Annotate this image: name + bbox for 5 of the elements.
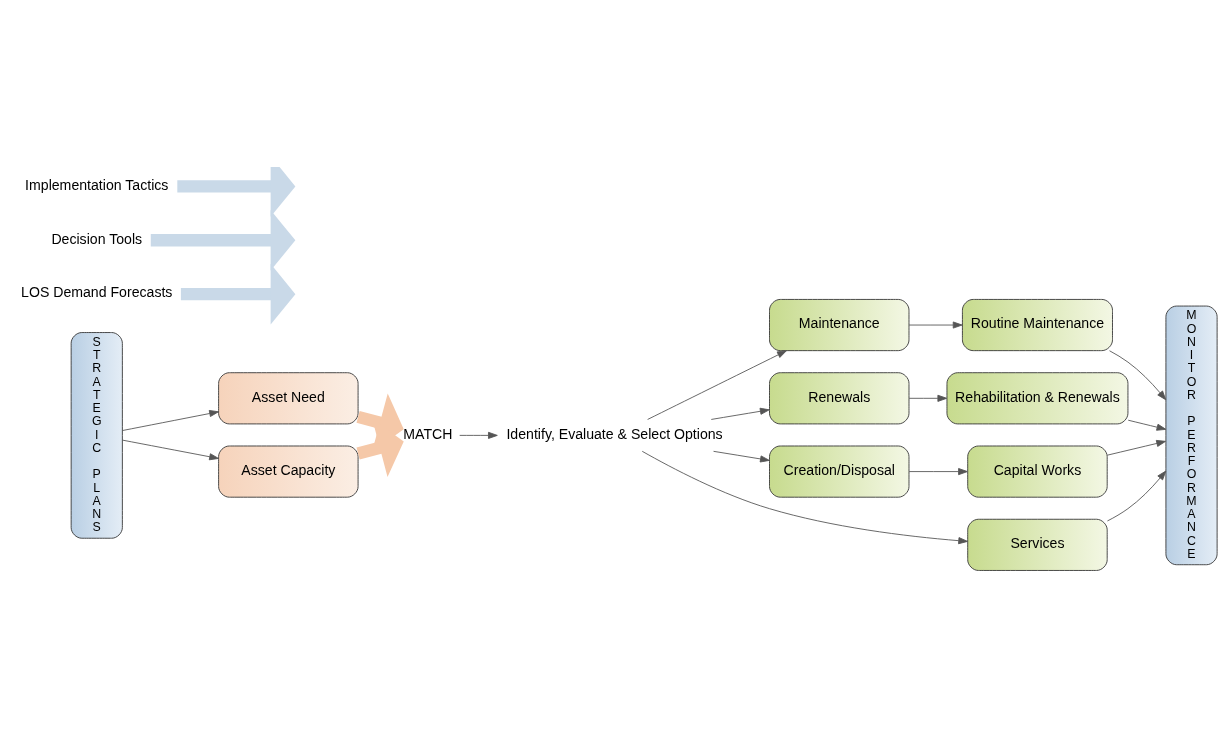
node-text: Implementation Tactics [25,176,169,193]
node-text: Identify, Evaluate & Select Options [506,425,723,442]
node-text: MATCH [403,425,453,442]
node-text: Decision Tools [51,230,143,247]
node-text: LOS Demand Forecasts [21,283,173,300]
